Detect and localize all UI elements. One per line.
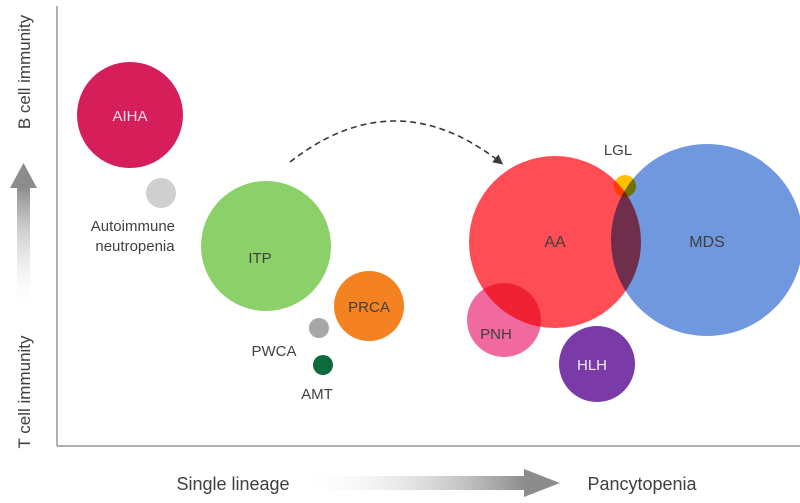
amt-label: AMT	[301, 386, 333, 403]
x-axis-left-label: Single lineage	[176, 474, 289, 494]
itp-label: ITP	[248, 250, 271, 267]
hlh-label: HLH	[577, 357, 607, 374]
mds-label: MDS	[689, 234, 725, 251]
lgl-circle	[614, 175, 636, 197]
pwca-label: PWCA	[252, 343, 297, 360]
aiha-label: AIHA	[112, 108, 147, 125]
pnh-circle	[467, 283, 541, 357]
pwca-circle	[309, 318, 329, 338]
prca-circle	[334, 271, 404, 341]
mds-circle	[611, 144, 800, 336]
autoimmune-neutropenia-label: Autoimmune neutropenia	[91, 218, 179, 255]
aiha-circle	[77, 62, 183, 168]
hlh-circle	[559, 326, 635, 402]
y-axis-bottom-label: T cell immunity	[15, 335, 34, 449]
vertical-gradient-arrow	[10, 163, 37, 312]
autoimmune-neutropenia-label-line1: Autoimmune	[91, 218, 175, 235]
x-axis-right-label: Pancytopenia	[587, 474, 697, 494]
lgl-label: LGL	[604, 142, 632, 159]
aa-label: AA	[544, 234, 566, 251]
itp-circle	[201, 181, 331, 311]
horizontal-gradient-arrow	[300, 469, 560, 497]
autoimmune-neutropenia-circle	[146, 178, 176, 208]
autoimmune-neutropenia-label-line2: neutropenia	[95, 238, 175, 255]
amt-circle	[313, 355, 333, 375]
prca-label: PRCA	[348, 299, 390, 316]
pnh-label: PNH	[480, 326, 512, 343]
y-axis-top-label: B cell immunity	[15, 14, 34, 129]
progression-dashed-arrow	[289, 120, 504, 165]
